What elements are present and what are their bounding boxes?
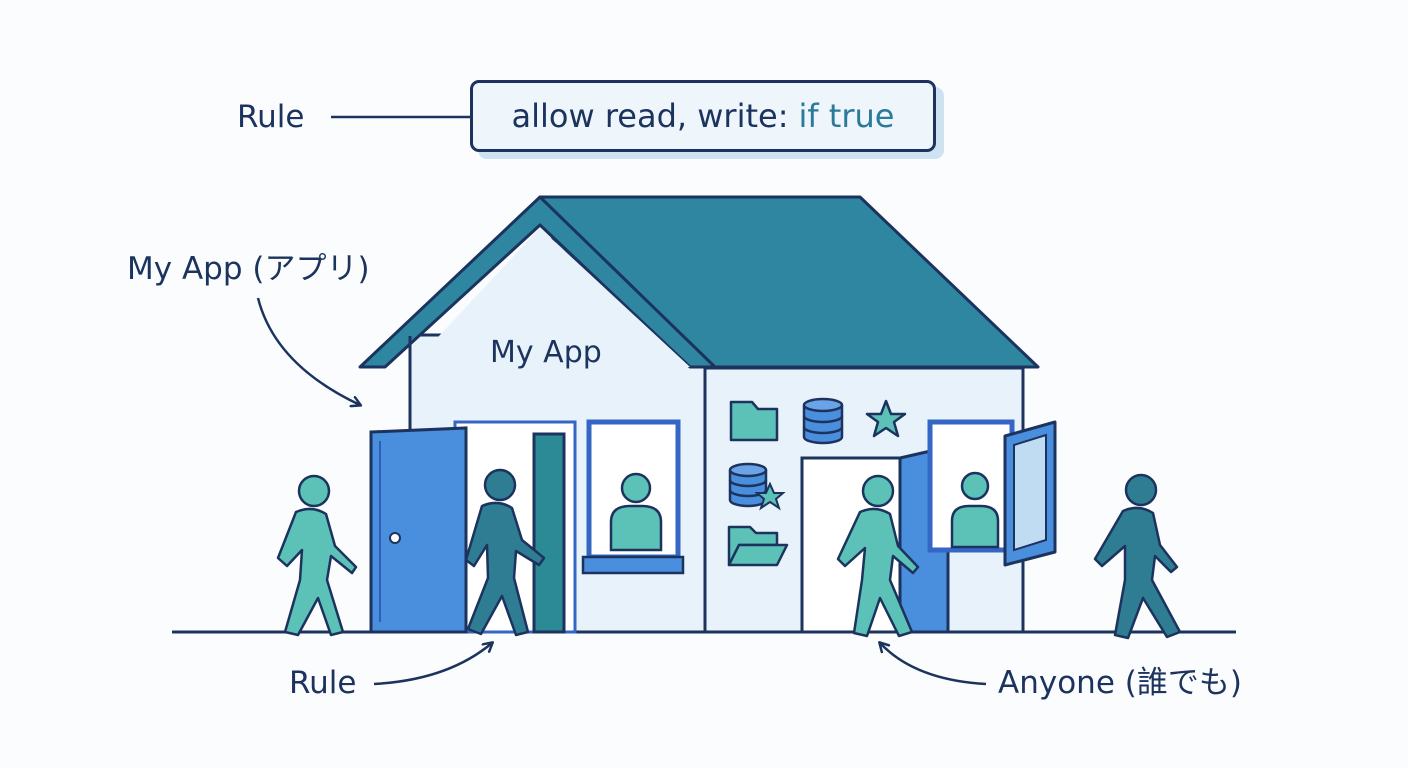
anyone-arrow [880,643,987,686]
database-star-icon [728,462,786,511]
doorway-inner-panel [532,432,566,634]
star-icon [865,399,907,438]
window-sill [581,555,685,575]
door-left-open[interactable] [369,426,468,634]
person-walking-4 [1093,473,1182,640]
roof-front-gable [358,195,717,369]
security-rule-code-box: allow read, write: if true [470,80,936,152]
my-app-arrow [256,297,360,405]
rule-top-label: Rule [237,99,305,135]
code-condition: if true [798,97,895,135]
house-sign: My App [490,335,602,370]
my-app-caption: My App (アプリ) [127,251,370,287]
person-walking-2 [464,468,546,637]
rule-bottom-label: Rule [289,665,357,701]
gable-face [410,228,690,367]
folder-icon [729,400,779,442]
person-walking-3 [836,474,920,638]
database-icon [802,397,844,445]
anyone-label: Anyone (誰でも) [998,665,1242,701]
person-walking-1 [276,474,358,637]
rule-bottom-arrow [373,643,492,686]
door-knob [389,532,401,544]
code-prefix: allow read, write: [511,97,789,135]
open-folder-icon [727,525,789,567]
